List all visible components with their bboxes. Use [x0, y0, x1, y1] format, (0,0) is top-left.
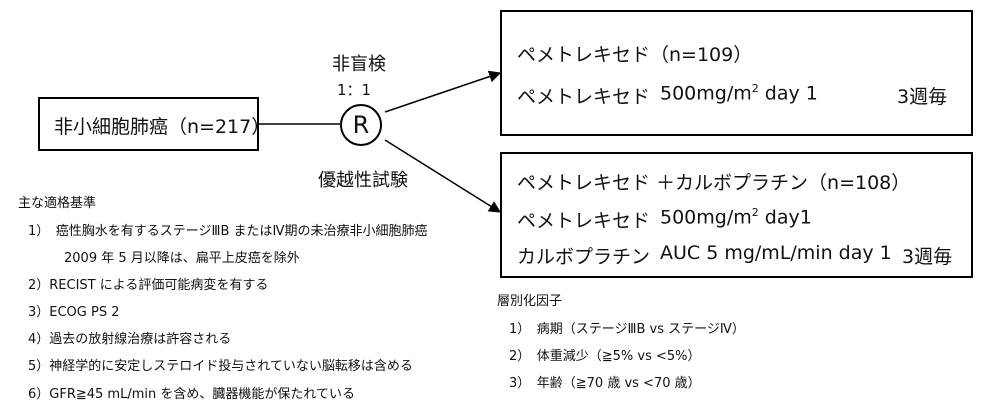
stratification-item-2: 2） 体重減少（≧5% vs <5%） — [509, 349, 701, 364]
eligibility-item-1: 1） 癌性胸水を有するステージⅢB またはⅣ期の未治療非小細胞肺癌 — [28, 224, 428, 239]
arm2-dose-tail: day1 — [758, 206, 812, 229]
arm1-regimen-drug: ペメトレキセド — [517, 86, 651, 108]
randomization-symbol: R — [352, 111, 370, 139]
arm2-dose-base: 500mg/m — [660, 206, 752, 229]
arm2-box: ペメトレキセド ＋カルボプラチン（n=108） ペメトレキセド 500mg/m2… — [500, 152, 973, 278]
population-box: 非小細胞肺癌（n=217） — [38, 97, 270, 151]
randomization-circle: R — [340, 104, 382, 146]
arrow-to-arm1 — [384, 70, 502, 113]
population-label: 非小細胞肺癌（n=217） — [54, 116, 271, 138]
arm2-line2-drug: ペメトレキセド — [517, 210, 651, 232]
arm2-line2-dose: 500mg/m2 day1 — [660, 206, 812, 228]
arm2-line3-schedule: 3週毎 — [902, 246, 953, 268]
eligibility-item-5: 5）神経学的に安定しステロイド投与されていない脳転移は含める — [28, 359, 413, 374]
arm2-line3-dose: AUC 5 mg/mL/min day 1 — [660, 242, 892, 264]
ratio-label: 1：1 — [337, 81, 372, 99]
eligibility-item-3: 3）ECOG PS 2 — [28, 305, 120, 320]
eligibility-item-6: 6）GFR≧45 mL/min を含め、臓器機能が保たれている — [28, 387, 355, 402]
trial-type-label: 優越性試験 — [318, 170, 408, 191]
stratification-heading: 層別化因子 — [497, 294, 563, 309]
design-label: 非盲検 — [332, 54, 386, 75]
arm1-box: ペメトレキセド（n=109） ペメトレキセド 500mg/m2 day 1 3週… — [500, 10, 973, 136]
arrow-to-arm2 — [384, 139, 502, 213]
arm1-regimen-dose: 500mg/m2 day 1 — [660, 82, 818, 104]
arm1-schedule: 3週毎 — [897, 86, 948, 108]
arm1-dose-tail: day 1 — [758, 82, 818, 105]
stratification-item-3: 3） 年齢（≧70 歳 vs <70 歳） — [509, 376, 701, 391]
arm2-line3-drug: カルボプラチン — [517, 246, 651, 268]
arm1-name: ペメトレキセド（n=109） — [517, 44, 753, 66]
arm1-dose-base: 500mg/m — [660, 82, 752, 105]
eligibility-item-1-cont: 2009 年 5 月以降は、扁平上皮癌を除外 — [64, 251, 300, 266]
arm2-dose-sup: 2 — [751, 206, 759, 219]
eligibility-item-4: 4）過去の放射線治療は許容される — [28, 332, 232, 347]
eligibility-heading: 主な適格基準 — [18, 196, 97, 211]
arm1-dose-sup: 2 — [751, 82, 759, 95]
arm2-name: ペメトレキセド ＋カルボプラチン（n=108） — [517, 172, 911, 194]
stratification-item-1: 1） 病期（ステージⅢB vs ステージⅣ） — [509, 322, 745, 337]
eligibility-item-2: 2）RECIST による評価可能病変を有する — [28, 278, 269, 293]
